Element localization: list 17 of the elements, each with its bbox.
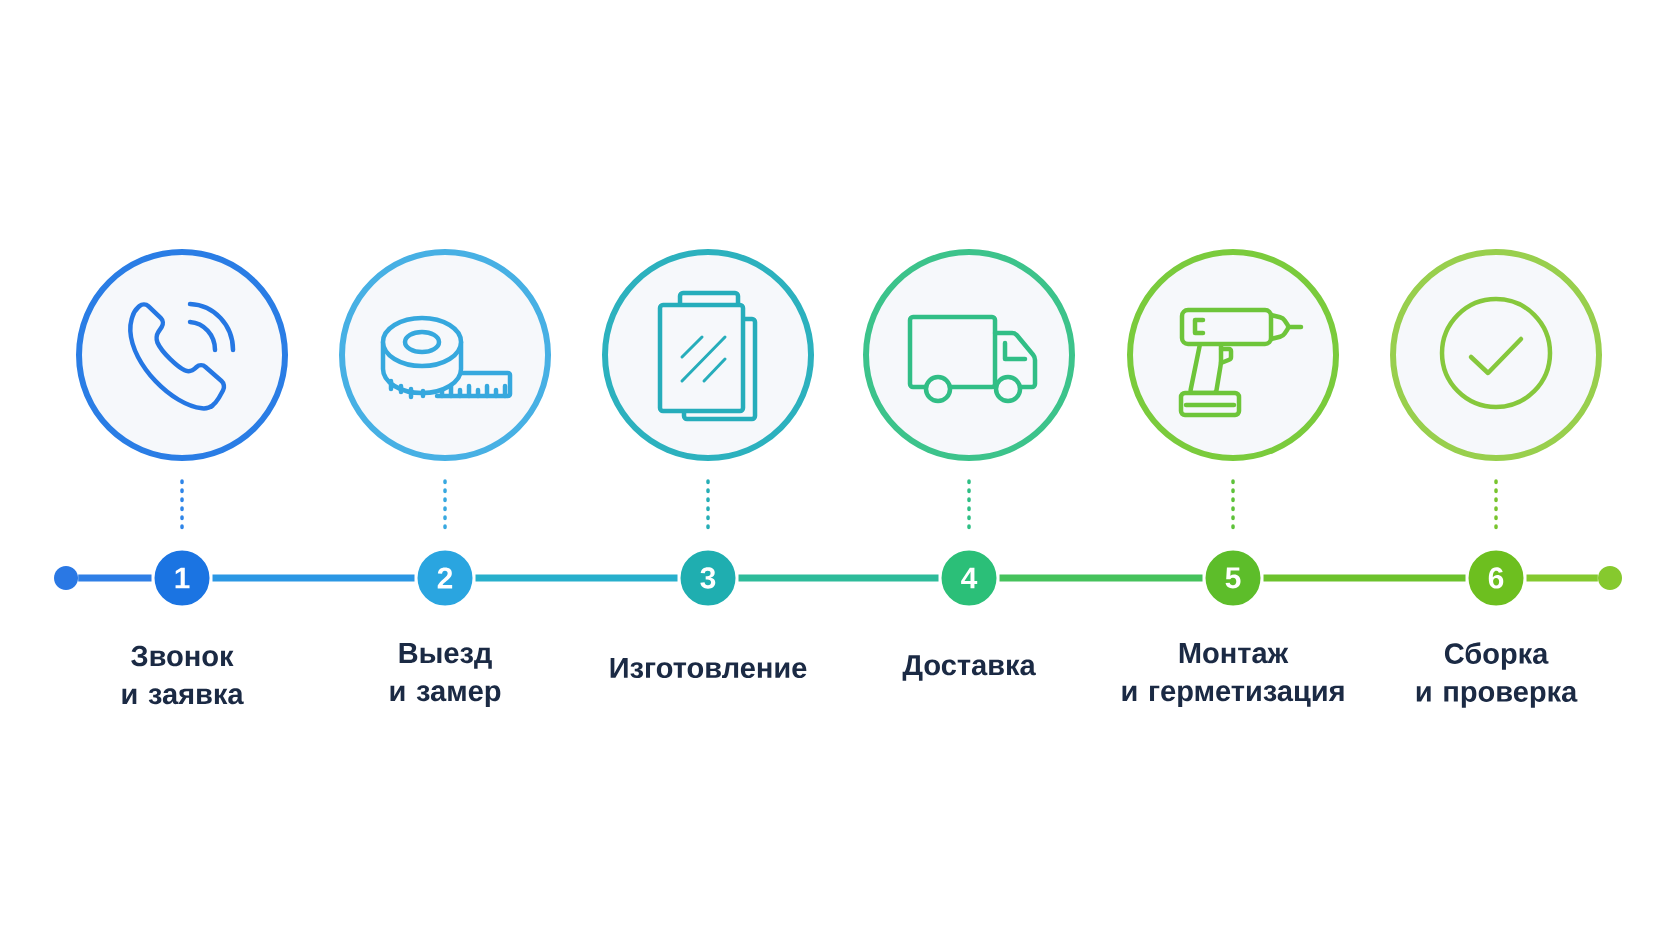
dotted-line bbox=[967, 479, 971, 530]
icon-circle bbox=[863, 249, 1075, 461]
step-label: Монтаж и герметизация bbox=[1122, 643, 1344, 707]
step-label: Доставка bbox=[902, 655, 1036, 681]
icon-circle bbox=[76, 249, 288, 461]
icon-circle bbox=[1390, 249, 1602, 461]
step-label: Звонок и заявка bbox=[122, 645, 244, 705]
dotted-line bbox=[1231, 479, 1235, 530]
dotted-line bbox=[1494, 479, 1498, 530]
step-label: Выезд и замер bbox=[390, 643, 501, 707]
end-dot bbox=[54, 566, 78, 590]
step-label: Сборка и проверка bbox=[1416, 642, 1578, 708]
dotted-line bbox=[180, 479, 184, 530]
step-label: Изготовление bbox=[610, 657, 807, 679]
dotted-line bbox=[706, 479, 710, 530]
end-dot bbox=[1598, 566, 1622, 590]
dotted-line bbox=[443, 479, 447, 530]
